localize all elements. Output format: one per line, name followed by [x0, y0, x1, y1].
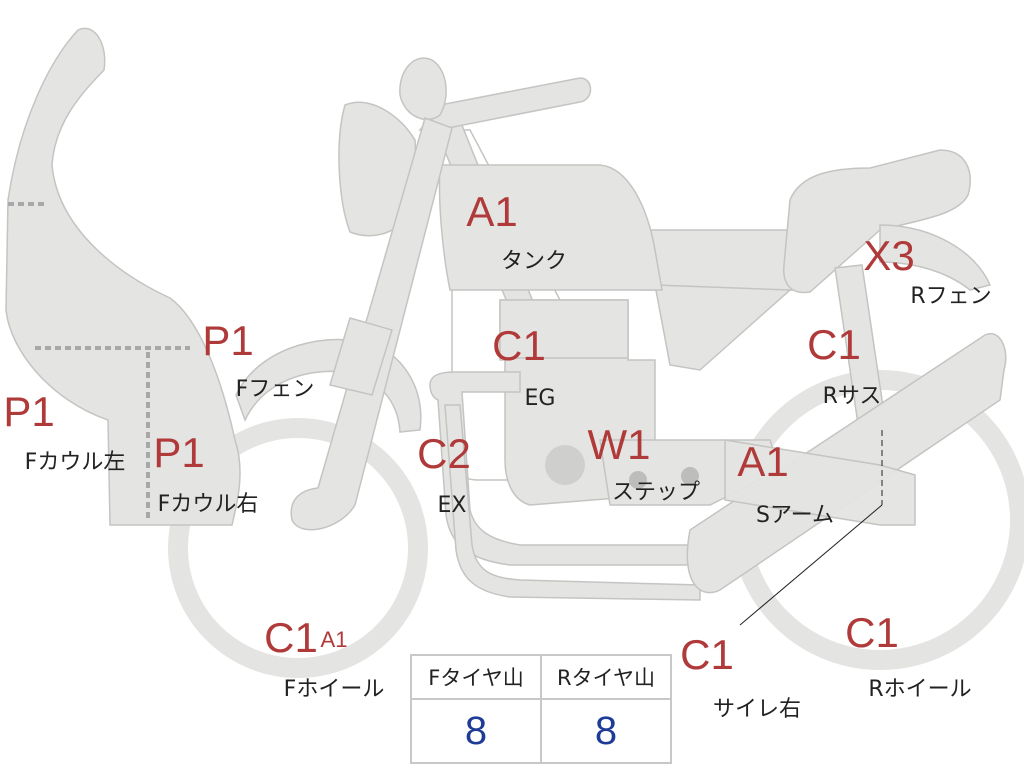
step-label: ステップ: [611, 480, 701, 505]
front-cowl-right-label: Fカウル右: [157, 492, 259, 517]
fork-cover-shape: [329, 317, 393, 396]
rear-suspension-grade: C1: [807, 321, 861, 368]
step-grade: W1: [587, 421, 651, 468]
front-cowl-left-grade: P1: [3, 388, 55, 435]
rear-fender-label: Rフェン: [910, 284, 992, 309]
swingarm-label: Sアーム: [756, 503, 834, 528]
tire-table-value-row: 8 8: [410, 698, 672, 764]
rear-frame-brace-shape: [654, 284, 792, 371]
front-cowl-left-label: Fカウル左: [24, 450, 126, 475]
rear-wheel-label: Rホイール: [868, 677, 972, 702]
silencer-leader: [739, 504, 883, 626]
engine-cover-shape: [545, 445, 585, 485]
front-wheel-label: Fホイール: [283, 677, 385, 702]
silencer-right-grade: C1: [680, 631, 734, 678]
rear-tire-header: Rタイヤ山: [540, 654, 672, 700]
exhaust-grade: C2: [417, 430, 471, 477]
cowl-shape: [5, 27, 241, 526]
step-peg-left: [629, 471, 647, 489]
rear-fender-shape: [879, 224, 992, 291]
tank-grade: A1: [466, 188, 518, 235]
engine-head-shape: [499, 299, 629, 359]
front-fender-grade: P1: [202, 317, 254, 364]
rear-frame-shape: [639, 229, 801, 291]
swingarm-grade: A1: [737, 438, 789, 485]
front-tire-value: 8: [410, 698, 542, 764]
swingarm-shape: [724, 439, 916, 526]
exhaust-shape: [429, 371, 701, 566]
rear-tire-value: 8: [540, 698, 672, 764]
seat-shape: [783, 149, 971, 294]
tire-table-header-row: Fタイヤ山 Rタイヤ山: [410, 654, 672, 700]
tire-tread-table: Fタイヤ山 Rタイヤ山 8 8: [410, 654, 672, 764]
tank-label: タンク: [500, 249, 568, 274]
exhaust-pipe-lower: [444, 404, 701, 601]
headlight-shape: [338, 101, 419, 237]
step-peg-right: [681, 467, 699, 485]
front-tire-header: Fタイヤ山: [410, 654, 542, 700]
exhaust-label: EX: [437, 493, 467, 518]
rear-fender-grade: X3: [863, 232, 915, 279]
tank-shape: [438, 164, 663, 291]
front-fender-label: Fフェン: [235, 377, 315, 402]
rear-wheel-grade: C1: [845, 609, 899, 656]
engine-label: EG: [524, 386, 556, 411]
front-wheel-shape: [168, 418, 428, 678]
silencer-right-label: サイレ右: [712, 697, 802, 722]
front-cowl-right-grade: P1: [153, 429, 205, 476]
front-wheel-grade: C1: [264, 614, 318, 661]
handlebar-shape: [418, 77, 592, 131]
engine-grade: C1: [492, 322, 546, 369]
mirror-shape: [399, 57, 447, 121]
front-wheel-grade-secondary: A1: [320, 627, 348, 652]
rear-suspension-label: Rサス: [822, 384, 882, 409]
